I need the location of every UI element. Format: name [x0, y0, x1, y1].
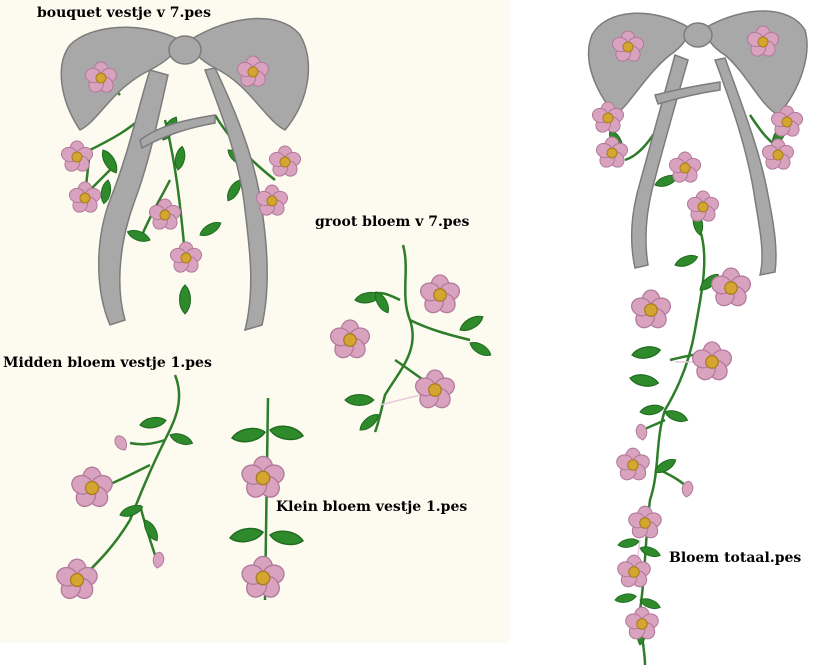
klein-bloem-design — [228, 397, 305, 602]
bouquet-design — [59, 17, 310, 332]
bloem-totaal-file-label: Bloem totaal.pes — [669, 550, 802, 566]
klein-bloem-file-label: Klein bloem vestje 1.pes — [276, 499, 468, 515]
bloem-totaal-design — [587, 10, 808, 666]
groot-bloem-design — [327, 244, 494, 434]
midden-bloem-file-label: Midden bloem vestje 1.pes — [3, 355, 212, 371]
bouquet-file-label: bouquet vestje v 7.pes — [37, 5, 211, 21]
midden-bloem-design — [53, 374, 195, 603]
groot-bloem-file-label: groot bloem v 7.pes — [315, 214, 470, 230]
